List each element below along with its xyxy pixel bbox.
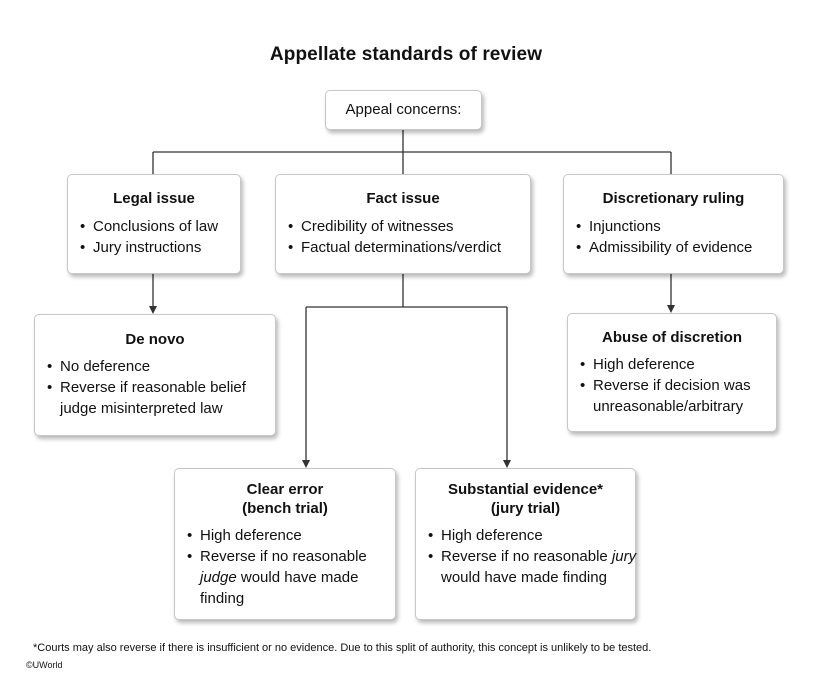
de-novo-list: No deference Reverse if reasonable belie… [47,356,273,419]
substantial-evidence-emphasis: jury [611,548,637,565]
fact-issue-heading: Fact issue [366,190,440,207]
substantial-evidence-bullet-text-end: would have made finding [441,569,607,586]
clear-error-heading-line2: (bench trial) [242,500,328,517]
clear-error-emphasis: judge [200,569,237,586]
legal-issue-list: Conclusions of law Jury instructions [80,216,240,258]
fact-issue-bullet: Credibility of witnesses [288,216,530,237]
legal-issue-box: Legal issue Conclusions of law Jury inst… [67,174,241,274]
substantial-evidence-heading-line1: Substantial evidence* [447,481,604,498]
clear-error-bullet-text: Reverse if no reasonable [200,548,367,565]
abuse-of-discretion-heading: Abuse of discretion [601,329,743,346]
legal-issue-bullet: Jury instructions [80,237,240,258]
discretionary-ruling-bullet: Admissibility of evidence [576,237,783,258]
de-novo-bullet: Reverse if reasonable belief judge misin… [47,377,260,419]
clear-error-heading: Clear error (bench trial) [175,480,395,518]
clear-error-bullet: Reverse if no reasonable judge would hav… [187,546,398,609]
clear-error-box: Clear error (bench trial) High deference… [174,468,396,620]
discretionary-ruling-list: Injunctions Admissibility of evidence [576,216,783,258]
substantial-evidence-heading-line2: (jury trial) [490,500,561,517]
de-novo-box: De novo No deference Reverse if reasonab… [34,314,276,436]
clear-error-list: High deference Reverse if no reasonable … [187,525,395,609]
substantial-evidence-heading: Substantial evidence* (jury trial) [416,480,635,518]
discretionary-ruling-heading: Discretionary ruling [602,190,745,207]
de-novo-heading: De novo [125,331,185,348]
substantial-evidence-list: High deference Reverse if no reasonable … [428,525,636,588]
legal-issue-bullet: Conclusions of law [80,216,240,237]
fact-issue-list: Credibility of witnesses Factual determi… [288,216,530,258]
abuse-of-discretion-bullet: Reverse if decision was unreasonable/arb… [580,375,775,417]
clear-error-bullet-text-end: would have made finding [200,569,359,607]
substantial-evidence-bullet-text: Reverse if no reasonable [441,548,612,565]
substantial-evidence-bullet: Reverse if no reasonable jury would have… [428,546,639,588]
discretionary-ruling-bullet: Injunctions [576,216,783,237]
substantial-evidence-box: Substantial evidence* (jury trial) High … [415,468,636,620]
abuse-of-discretion-bullet: High deference [580,354,776,375]
fact-issue-box: Fact issue Credibility of witnesses Fact… [275,174,531,274]
clear-error-bullet: High deference [187,525,395,546]
de-novo-bullet: No deference [47,356,273,377]
root-appeal-concerns-box: Appeal concerns: [325,90,482,130]
substantial-evidence-bullet: High deference [428,525,635,546]
diagram-title: Appellate standards of review [269,44,543,65]
footnote: *Courts may also reverse if there is ins… [33,642,652,654]
abuse-of-discretion-box: Abuse of discretion High deference Rever… [567,313,777,432]
abuse-of-discretion-list: High deference Reverse if decision was u… [580,354,776,417]
discretionary-ruling-box: Discretionary ruling Injunctions Admissi… [563,174,784,274]
legal-issue-heading: Legal issue [113,190,195,207]
fact-issue-bullet: Factual determinations/verdict [288,237,530,258]
clear-error-heading-line1: Clear error [246,481,324,498]
root-label: Appeal concerns: [345,101,462,118]
copyright-notice: ©UWorld [26,660,63,670]
